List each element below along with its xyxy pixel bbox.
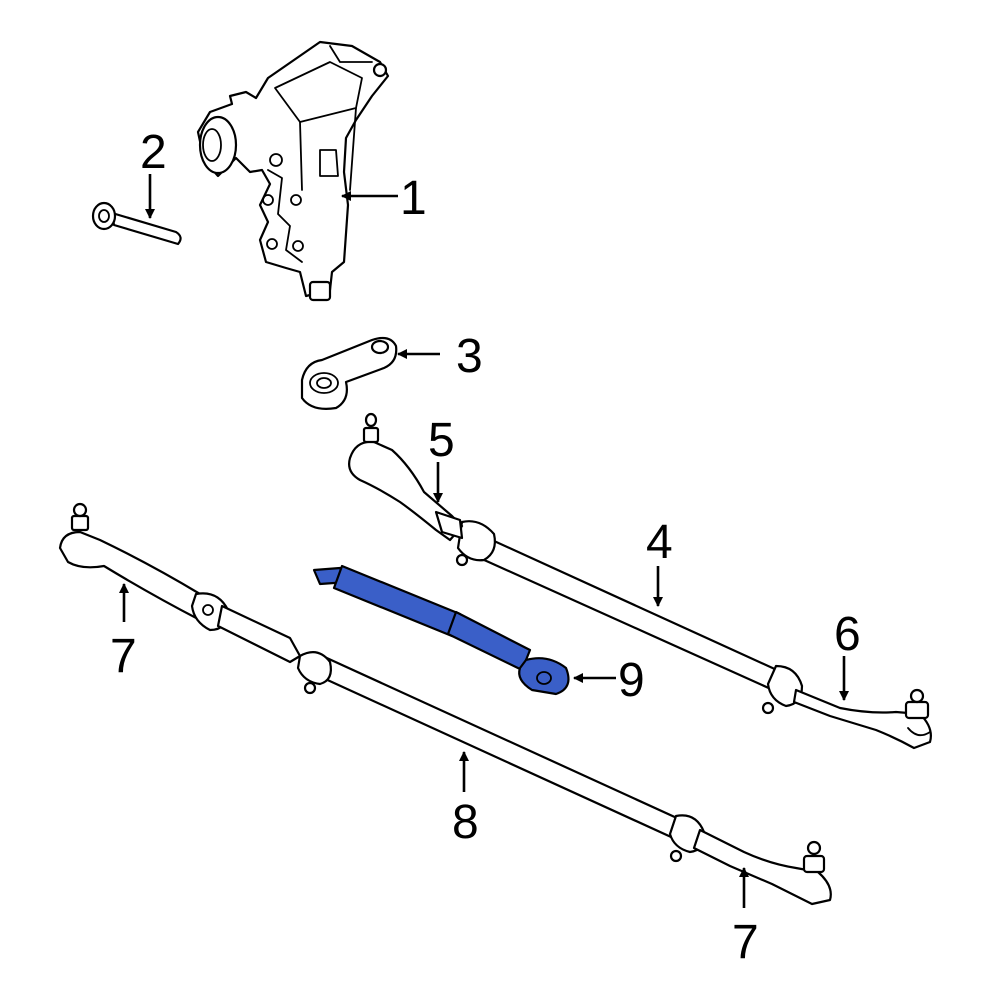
callout-9: 9 bbox=[618, 654, 645, 707]
callout-7-left: 7 bbox=[110, 630, 137, 683]
callout-arrows bbox=[119, 174, 849, 908]
steering-damper[interactable] bbox=[312, 564, 570, 696]
callout-labels: 1 2 3 4 5 6 7 8 7 9 bbox=[110, 126, 861, 969]
callout-2: 2 bbox=[140, 126, 167, 179]
pitman-arm[interactable] bbox=[300, 336, 398, 410]
right-tie-rod-end[interactable] bbox=[692, 828, 832, 906]
callout-4: 4 bbox=[646, 516, 673, 569]
bolt[interactable] bbox=[91, 201, 182, 246]
callout-3: 3 bbox=[456, 330, 483, 383]
steering-gear-box[interactable] bbox=[196, 40, 390, 302]
left-tie-rod-end[interactable] bbox=[58, 502, 230, 632]
callout-5: 5 bbox=[428, 414, 455, 467]
callout-7-right: 7 bbox=[732, 916, 759, 969]
inner-tie-rod-end[interactable] bbox=[348, 412, 464, 542]
callout-6: 6 bbox=[834, 608, 861, 661]
drag-link[interactable] bbox=[216, 604, 706, 863]
outer-tie-rod-end[interactable] bbox=[792, 688, 932, 750]
callout-1: 1 bbox=[400, 172, 427, 225]
callout-8: 8 bbox=[452, 796, 479, 849]
